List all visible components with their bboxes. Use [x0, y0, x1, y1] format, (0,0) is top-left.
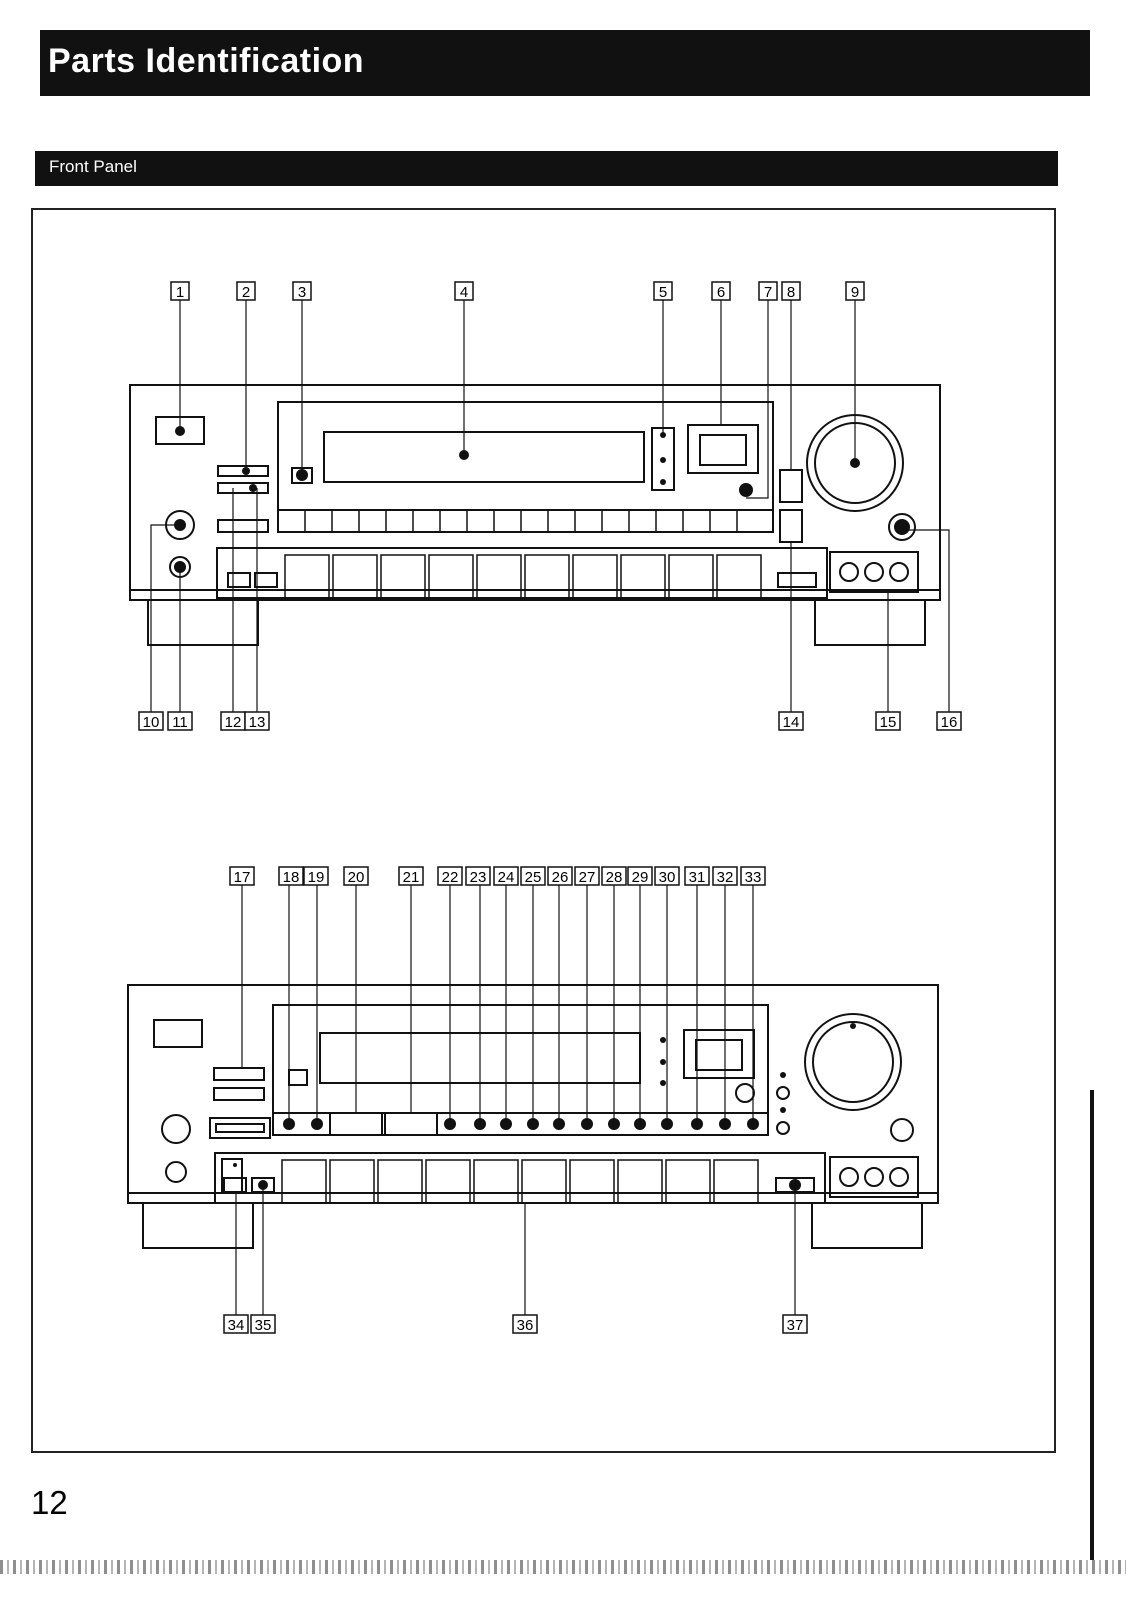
callout-label: 24: [498, 869, 515, 886]
callout-box: 28: [602, 867, 626, 886]
callout-box: 11: [168, 712, 192, 731]
callout-label: 35: [255, 1317, 272, 1334]
callout-box: 5: [654, 282, 672, 301]
callout-label: 16: [941, 714, 958, 731]
callout-label: 36: [517, 1317, 534, 1334]
callout-box: 21: [399, 867, 423, 886]
callout-box: 2: [237, 282, 255, 301]
receiver-top-leaders: [151, 300, 949, 712]
callout-label: 4: [460, 284, 468, 301]
callout-box: 30: [655, 867, 679, 886]
margin-rule: [1090, 1090, 1094, 1560]
callout-box: 27: [575, 867, 599, 886]
callout-box: 7: [759, 282, 777, 301]
callout-label: 8: [787, 284, 795, 301]
callout-box: 36: [513, 1315, 537, 1334]
callout-label: 5: [659, 284, 667, 301]
page-number: 12: [31, 1484, 68, 1522]
callout-label: 20: [348, 869, 365, 886]
callout-label: 14: [783, 714, 800, 731]
callout-box: 31: [685, 867, 709, 886]
callout-box: 24: [494, 867, 518, 886]
callout-box: 19: [304, 867, 328, 886]
callout-label: 26: [552, 869, 569, 886]
callout-box: 4: [455, 282, 473, 301]
callout-label: 27: [579, 869, 596, 886]
callout-box: 29: [628, 867, 652, 886]
callout-box: 14: [779, 712, 803, 731]
callout-label: 37: [787, 1317, 804, 1334]
callout-box: 20: [344, 867, 368, 886]
receiver-top-dots: [174, 426, 910, 573]
callout-box: 17: [230, 867, 254, 886]
callout-label: 22: [442, 869, 459, 886]
callout-box: 35: [251, 1315, 275, 1334]
callout-label: 17: [234, 869, 251, 886]
callouts-bottom: 17 18 19 20 21 22 23 24 25 26 27 28 29 3…: [224, 867, 807, 1334]
callout-box: 16: [937, 712, 961, 731]
callout-label: 13: [249, 714, 266, 731]
callout-box: 1: [171, 282, 189, 301]
callout-label: 29: [632, 869, 649, 886]
callout-label: 1: [176, 284, 184, 301]
receiver-top-segments: [285, 510, 761, 598]
callout-label: 31: [689, 869, 706, 886]
callout-label: 2: [242, 284, 250, 301]
callout-box: 9: [846, 282, 864, 301]
receiver-bottom-segments: [282, 1160, 758, 1203]
callout-box: 12: [221, 712, 245, 731]
callout-box: 23: [466, 867, 490, 886]
callout-label: 19: [308, 869, 325, 886]
callout-box: 34: [224, 1315, 248, 1334]
scan-edge: [0, 1560, 1126, 1574]
callout-label: 34: [228, 1317, 245, 1334]
callout-label: 3: [298, 284, 306, 301]
callouts-top: 1 2 3 4 5 6 7 8 9 10 11 12 13 14 15 16: [139, 282, 961, 731]
receiver-top: [130, 385, 940, 645]
callout-label: 12: [225, 714, 242, 731]
callout-label: 7: [764, 284, 772, 301]
callout-label: 11: [172, 714, 188, 731]
callout-label: 6: [717, 284, 725, 301]
callout-label: 28: [606, 869, 623, 886]
callout-label: 32: [717, 869, 734, 886]
receiver-bottom-leaders: [236, 885, 795, 1315]
callout-box: 37: [783, 1315, 807, 1334]
callout-box: 13: [245, 712, 269, 731]
callout-box: 22: [438, 867, 462, 886]
callout-label: 9: [851, 284, 859, 301]
callout-box: 3: [293, 282, 311, 301]
callout-label: 15: [880, 714, 897, 731]
callout-box: 33: [741, 867, 765, 886]
callout-box: 6: [712, 282, 730, 301]
callout-box: 26: [548, 867, 572, 886]
callout-box: 15: [876, 712, 900, 731]
callout-label: 30: [659, 869, 676, 886]
callout-box: 10: [139, 712, 163, 731]
callout-box: 8: [782, 282, 800, 301]
callout-label: 10: [143, 714, 160, 731]
callout-label: 25: [525, 869, 542, 886]
callout-label: 21: [403, 869, 420, 886]
callout-box: 18: [279, 867, 303, 886]
callout-label: 23: [470, 869, 487, 886]
callout-label: 33: [745, 869, 762, 886]
callout-box: 32: [713, 867, 737, 886]
callout-label: 18: [283, 869, 300, 886]
callout-box: 25: [521, 867, 545, 886]
